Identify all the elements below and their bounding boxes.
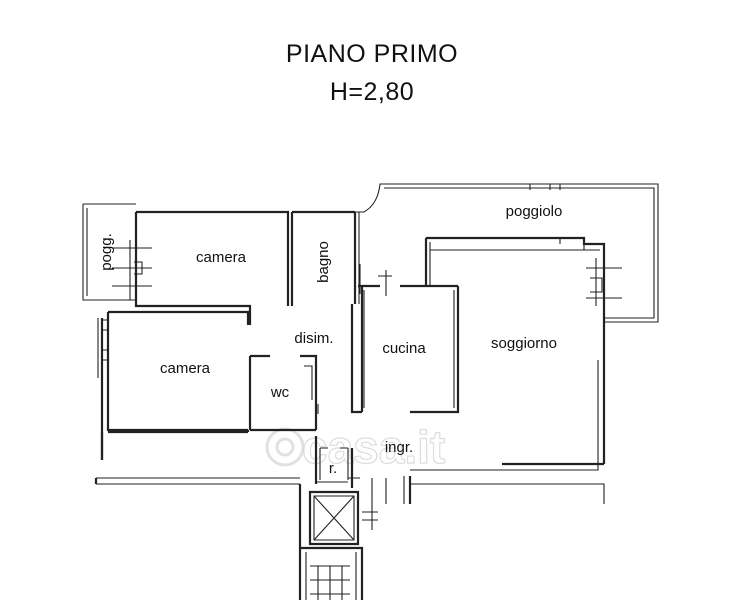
- room-label-pogg: pogg.: [98, 233, 115, 271]
- room-label-camera-1: camera: [196, 249, 247, 266]
- watermark-text: casa.it: [302, 421, 445, 473]
- room-label-wc: wc: [270, 384, 290, 401]
- room-label-r: r.: [329, 460, 337, 477]
- room-label-camera-2: camera: [160, 360, 211, 377]
- watermark-logo: casa.it: [265, 420, 446, 474]
- ceiling-height: H=2,80: [329, 78, 415, 106]
- room-label-ingr: ingr.: [385, 439, 413, 456]
- room-label-disim: disim.: [294, 330, 333, 347]
- room-label-soggiorno: soggiorno: [491, 335, 557, 352]
- room-label-bagno: bagno: [315, 241, 332, 283]
- walls: [82, 183, 659, 600]
- windows: [102, 240, 622, 504]
- plan-title: PIANO PRIMO: [285, 40, 459, 68]
- room-label-poggiolo: poggiolo: [506, 203, 563, 220]
- room-label-cucina: cucina: [382, 340, 426, 357]
